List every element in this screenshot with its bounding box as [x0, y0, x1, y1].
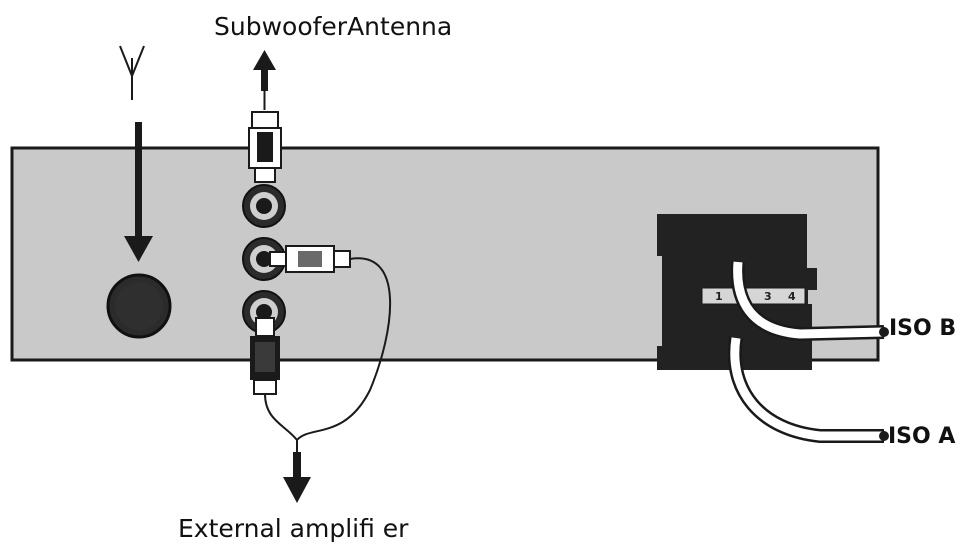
- iso-pin-1: 1: [715, 290, 723, 303]
- subwoofer-antenna-label: SubwooferAntenna: [214, 12, 453, 41]
- amplifier-rca-plug-left: [250, 317, 280, 395]
- iso-pin-3: 3: [764, 290, 772, 303]
- iso-a-cable: [727, 336, 889, 443]
- amplifier-cable: [264, 257, 392, 452]
- subwoofer-rca-plug: [248, 111, 282, 183]
- subwoofer-arrow: [253, 50, 276, 110]
- amplifier-arrow: [283, 452, 311, 503]
- external-amplifier-label: External amplifi er: [178, 514, 409, 543]
- iso-a-label: ISO A: [888, 424, 956, 449]
- antenna-socket: [106, 273, 172, 339]
- iso-pin-4: 4: [788, 290, 796, 303]
- iso-b-label: ISO B: [889, 316, 957, 341]
- antenna-icon: [119, 45, 145, 100]
- rca-socket-top: [242, 184, 286, 228]
- iso-b-cable: [730, 261, 889, 342]
- antenna-arrow: [124, 122, 153, 262]
- amplifier-rca-plug-right: [269, 245, 351, 273]
